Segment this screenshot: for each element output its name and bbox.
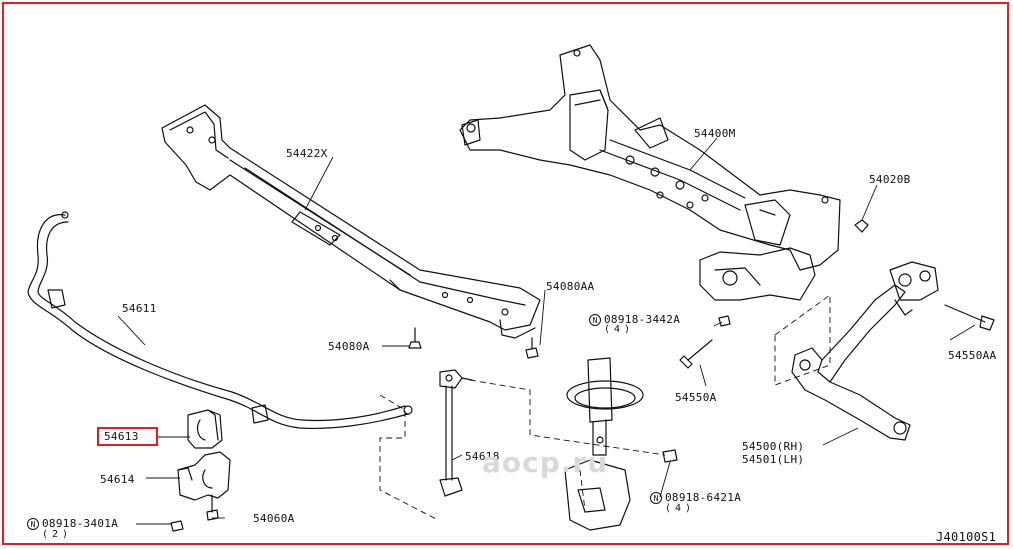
part-54400m[interactable]: 54400M (694, 127, 736, 140)
bracket-54614 (177, 451, 231, 501)
part-08918-3401a[interactable]: 08918-3401A (42, 517, 119, 530)
leader-lines (117, 137, 976, 525)
part-54500-rh[interactable]: 54500(RH) (742, 440, 805, 453)
part-54020b[interactable]: 54020B (869, 173, 911, 186)
part-54614[interactable]: 54614 (100, 473, 135, 486)
part-54550aa[interactable]: 54550AA (948, 349, 997, 362)
part-54550a[interactable]: 54550A (675, 391, 717, 404)
qty-08918-3401a: (2) (42, 529, 73, 540)
part-54080a[interactable]: 54080A (328, 340, 370, 353)
part-08918-6421a[interactable]: 08918-6421A (665, 491, 742, 504)
part-54080aa[interactable]: 54080AA (546, 280, 595, 293)
qty-08918-6421a: (4) (665, 503, 696, 514)
part-54618[interactable]: 54618 (465, 450, 500, 463)
lower-control-arm (791, 261, 939, 441)
part-54613[interactable]: 54613 (104, 430, 139, 443)
part-54611[interactable]: 54611 (122, 302, 157, 315)
part-54501-lh[interactable]: 54501(LH) (742, 453, 805, 466)
front-crossmember-54422x (161, 104, 541, 339)
n-mark-icon: N (27, 518, 39, 530)
n-mark-icon: N (589, 314, 601, 326)
qty-08918-3442a: (4) (604, 324, 635, 335)
bushing-54613 (187, 409, 223, 449)
fasteners (170, 219, 995, 532)
highlight-box-54613 (97, 427, 158, 446)
stabilizer-bar-54611 (27, 211, 413, 430)
watermark: aocp.ru (482, 446, 609, 479)
stabilizer-link-54618 (439, 369, 473, 497)
diagram-code: J40100S1 (936, 530, 997, 544)
part-54422x[interactable]: 54422X (286, 147, 328, 160)
n-mark-icon: N (650, 492, 662, 504)
dashed-guides (379, 294, 831, 521)
strut-assembly (564, 357, 644, 531)
subframe-54400m (459, 44, 841, 301)
part-54060a[interactable]: 54060A (253, 512, 295, 525)
part-08918-3442a[interactable]: 08918-3442A (604, 313, 681, 326)
